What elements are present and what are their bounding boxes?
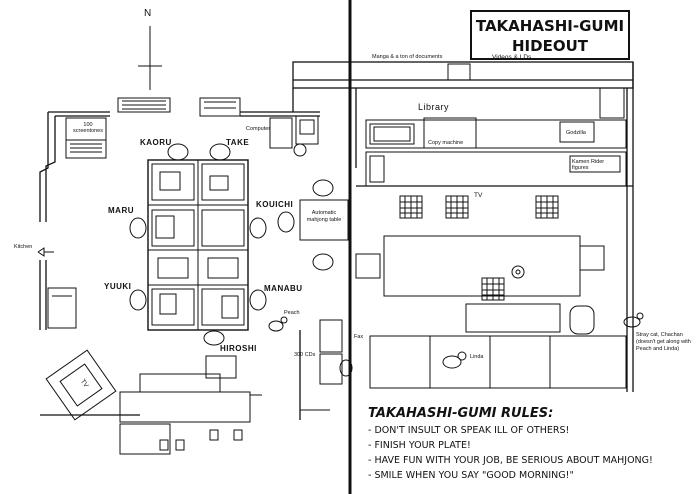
label-maru: MARU	[108, 206, 134, 215]
lounge-furniture	[355, 195, 627, 389]
label-kouichi: KOUICHI	[256, 200, 294, 209]
mahjong-table	[277, 179, 349, 271]
rules-heading: TAKAHASHI-GUMI RULES:	[368, 406, 554, 421]
label-automatic-table: Automatic mahjong table	[306, 210, 342, 223]
label-hiroshi: HIROSHI	[220, 344, 257, 353]
label-manabu: MANABU	[264, 284, 303, 293]
library-furniture	[365, 63, 627, 187]
wall-units	[117, 97, 241, 117]
title-line-2: HIDEOUT	[512, 37, 588, 55]
compass-label: N	[144, 8, 152, 19]
label-cds: 300 CDs	[294, 352, 316, 358]
label-library: Library	[418, 102, 450, 112]
drawing-desks	[147, 159, 249, 331]
page-title: TAKAHASHI-GUMI HIDEOUT	[470, 10, 630, 60]
right-room-walls	[292, 61, 634, 392]
cat-linda-icon	[442, 351, 467, 369]
label-computer: Computer	[246, 126, 271, 132]
label-kamen-rider: Kamen Rider figures	[572, 159, 605, 171]
label-linda: Linda	[470, 354, 484, 360]
rule-item: - HAVE FUN WITH YOUR JOB, BE SERIOUS ABO…	[368, 455, 653, 466]
cat-chachan-icon	[623, 312, 644, 328]
left-room-walls	[39, 111, 320, 420]
cat-peach-icon	[268, 316, 288, 332]
label-take: TAKE	[226, 138, 250, 147]
left-lower-furniture	[45, 287, 353, 455]
label-yuuki: YUUKI	[104, 282, 132, 291]
label-screentones: 100 screentones	[73, 122, 103, 134]
label-manga: Manga & a ton of documents	[372, 54, 443, 60]
rule-item: - DON'T INSULT OR SPEAK ILL OF OTHERS!	[368, 425, 570, 436]
north-arrow-icon	[138, 26, 162, 90]
label-peach: Peach	[284, 310, 300, 316]
rule-item: - SMILE WHEN YOU SAY "GOOD MORNING!"	[368, 470, 574, 481]
kitchen-arrow-icon	[37, 247, 54, 257]
label-kitchen: Kitchen	[14, 244, 33, 250]
rule-item: - FINISH YOUR PLATE!	[368, 440, 471, 451]
label-stray-cat: Stray cat, Chachan (doesn't get along wi…	[636, 332, 691, 352]
desk-chairs	[129, 143, 267, 346]
title-line-1: TAKAHASHI-GUMI	[475, 17, 625, 35]
label-copy-machine: Copy machine	[428, 140, 464, 146]
screentone-cabinet	[65, 117, 107, 159]
label-tv-upper: TV	[474, 192, 483, 199]
label-fax: Fax	[354, 334, 364, 340]
computer-desk	[269, 115, 319, 157]
label-godzilla: Godzilla	[566, 130, 586, 136]
label-kaoru: KAORU	[140, 138, 172, 147]
label-videos: Videos & LDs	[492, 54, 532, 61]
rules-panel: TAKAHASHI-GUMI RULES: - DON'T INSULT OR …	[368, 406, 688, 483]
